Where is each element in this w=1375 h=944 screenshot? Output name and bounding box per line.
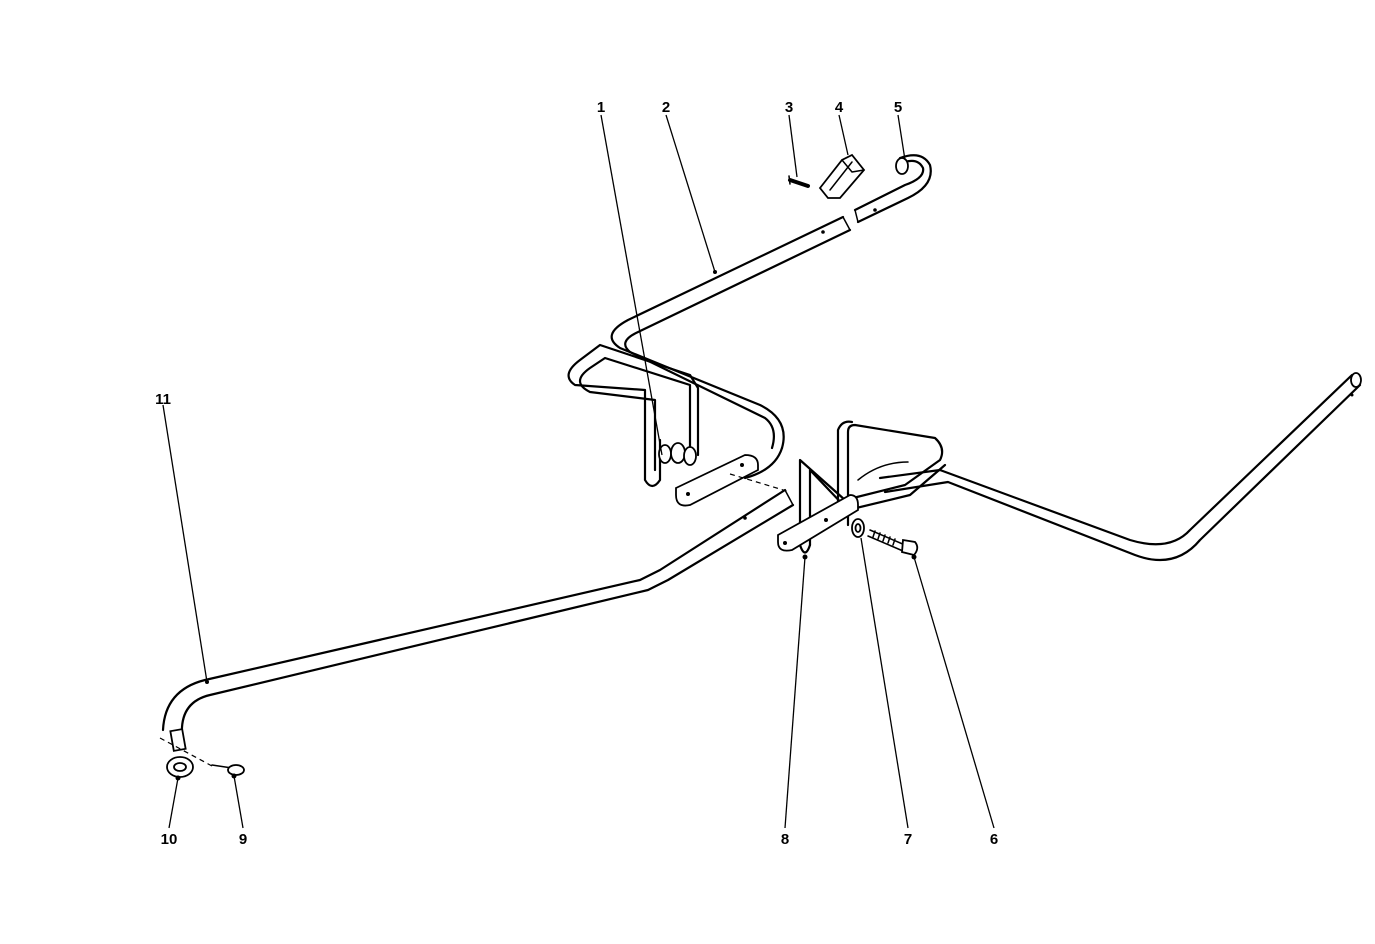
leader-dots <box>175 270 917 781</box>
left-plate <box>675 454 759 507</box>
leader-4 <box>838 114 849 156</box>
washer-part-7 <box>851 518 865 538</box>
callout-3: 3 <box>785 99 793 116</box>
leader-2 <box>665 114 716 273</box>
callout-6: 6 <box>990 831 998 848</box>
callout-10: 10 <box>161 831 178 848</box>
cotter-pin-part-9 <box>211 764 245 776</box>
leader-11 <box>162 404 208 683</box>
leader-7 <box>860 537 909 829</box>
callout-labels: 1 2 3 4 5 6 7 8 9 10 11 <box>155 99 998 848</box>
leader-lines <box>162 114 995 829</box>
pin-part-3 <box>788 175 810 188</box>
right-plate <box>777 494 859 552</box>
lower-tube-part-11 <box>161 488 795 752</box>
right-tube <box>878 372 1362 562</box>
callout-1: 1 <box>597 99 605 116</box>
callout-9: 9 <box>239 831 247 848</box>
tube-end-part-5 <box>853 154 932 224</box>
callout-5: 5 <box>894 99 902 116</box>
callout-4: 4 <box>835 99 844 116</box>
callout-11: 11 <box>155 391 171 408</box>
upper-tube-part-2 <box>610 215 852 480</box>
callout-2: 2 <box>662 99 670 116</box>
leader-10 <box>168 777 179 829</box>
leader-5 <box>897 114 906 161</box>
alignment-line <box>729 473 791 493</box>
callout-7: 7 <box>904 831 912 848</box>
leader-9 <box>233 775 244 829</box>
leader-1 <box>600 114 663 456</box>
leader-8 <box>784 556 806 829</box>
bolt-part-6 <box>867 529 919 557</box>
clip-part-4 <box>818 153 866 199</box>
leader-6 <box>913 556 995 829</box>
leader-3 <box>788 114 798 178</box>
left-bracket <box>567 343 700 488</box>
pin-alignment-line <box>159 737 213 767</box>
callout-8: 8 <box>781 831 789 848</box>
washer-part-10 <box>166 756 194 778</box>
